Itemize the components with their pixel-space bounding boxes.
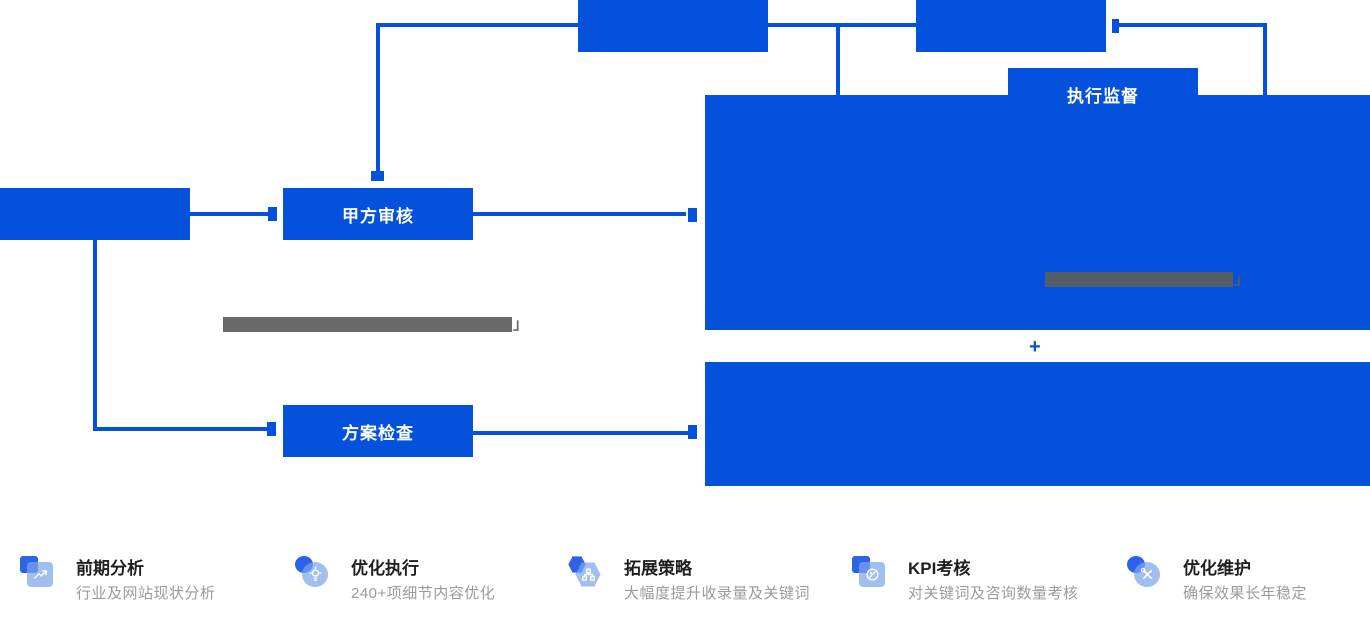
connector-line [93,427,267,431]
chart-icon [20,556,66,598]
connector-line [1119,23,1267,27]
flow-node-top-2[interactable] [916,0,1106,52]
connector-cap [268,207,277,221]
connector-line [767,23,916,27]
masked-text-fill [1045,272,1233,287]
flow-node-top-1[interactable] [578,0,768,52]
feature-title: 前期分析 [76,559,144,578]
masked-text-suffix: 」 [1234,271,1250,288]
feature-subtitle: 240+项细节内容优化 [351,585,496,602]
flow-panel-bottom [705,362,1370,486]
connector-line [472,212,686,216]
connector-cap [371,171,384,181]
feature-item-strategy[interactable]: 拓展策略 大幅度提升收录量及关键词 [568,553,838,601]
feature-title: KPI考核 [908,559,971,578]
feature-subtitle: 确保效果长年稳定 [1183,585,1308,602]
lightbulb-icon [295,556,341,598]
feature-title: 优化维护 [1183,559,1251,578]
flow-panel-top [705,95,1370,330]
feature-item-analysis[interactable]: 前期分析 行业及网站现状分析 [20,553,275,601]
flow-node-left[interactable] [0,188,190,240]
plus-sign: + [1029,336,1041,358]
connector-line [93,240,97,431]
connector-line [836,23,840,95]
flow-node-execution-supervision[interactable]: 执行监督 [1008,68,1198,121]
kpi-badge-icon [852,556,898,598]
connector-line [472,431,688,435]
feature-item-kpi[interactable]: KPI考核 对关键词及咨询数量考核 [852,553,1112,601]
feature-item-execution[interactable]: 优化执行 240+项细节内容优化 [295,553,550,601]
feature-title: 拓展策略 [624,559,692,578]
connector-line [190,212,268,216]
masked-text-suffix: 」 [513,316,529,333]
connector-cap [267,422,276,436]
masked-text-bar: 」 [223,317,528,332]
feature-subtitle: 大幅度提升收录量及关键词 [624,585,811,602]
connector-line [376,23,380,171]
masked-text-fill [223,317,512,332]
wrench-icon [1127,556,1173,598]
connector-line [376,23,578,27]
connector-cap [688,425,697,439]
strategy-icon [568,556,614,598]
feature-title: 优化执行 [351,559,419,578]
connector-line [1263,23,1267,95]
flow-node-party-a-review[interactable]: 甲方审核 [283,188,473,240]
feature-subtitle: 行业及网站现状分析 [76,585,216,602]
masked-text-bar: 」 [1045,272,1249,287]
feature-item-maintenance[interactable]: 优化维护 确保效果长年稳定 [1127,553,1367,601]
connector-cap [1112,19,1119,33]
connector-cap [688,208,697,222]
flow-node-plan-check[interactable]: 方案检查 [283,405,473,457]
feature-subtitle: 对关键词及咨询数量考核 [908,585,1079,602]
